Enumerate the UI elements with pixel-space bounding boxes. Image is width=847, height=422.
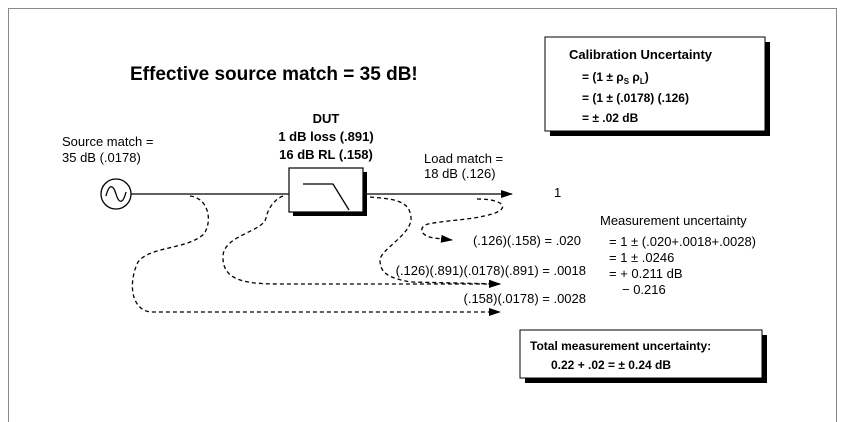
path-source-dut	[222, 195, 501, 288]
measurement-line4: − 0.216	[622, 282, 666, 297]
calibration-line1: = (1 ± ρS ρL)	[582, 70, 649, 86]
measurement-line2: = 1 ± .0246	[609, 250, 674, 265]
calibration-heading: Calibration Uncertainty	[569, 47, 713, 62]
direct-path-label: 1	[554, 185, 561, 200]
lowpass-filter-icon	[288, 167, 367, 216]
measurement-line3: = + 0.211 dB	[609, 266, 683, 281]
total-line2: 0.22 + .02 = ± 0.24 dB	[551, 358, 671, 372]
path2-label: (.126)(.891)(.0178)(.891) = .0018	[396, 263, 586, 278]
measurement-line1: = 1 ± (.020+.0018+.0028)	[609, 234, 756, 249]
calibration-box: Calibration Uncertainty = (1 ± ρS ρL) = …	[544, 36, 770, 136]
calibration-line3: = ± .02 dB	[582, 111, 639, 125]
slide-frame	[8, 8, 837, 422]
source-match-line2: 35 dB (.0178)	[62, 150, 141, 165]
dut-label: DUT	[313, 111, 340, 126]
ac-source-icon	[100, 178, 132, 210]
path-load-dut	[369, 196, 501, 288]
path1-label: (.126)(.158) = .020	[473, 233, 581, 248]
total-line1: Total measurement uncertainty:	[530, 339, 711, 353]
dut-loss-label: 1 dB loss (.891)	[278, 129, 373, 144]
path-load-reflection	[421, 198, 504, 243]
measurement-heading: Measurement uncertainty	[600, 213, 747, 228]
load-match-line1: Load match =	[424, 151, 503, 166]
source-match-line1: Source match =	[62, 134, 153, 149]
page-title: Effective source match = 35 dB!	[130, 64, 418, 85]
load-match-line2: 18 dB (.126)	[424, 166, 496, 181]
path-source-reflection	[131, 195, 501, 316]
dut-rl-label: 16 dB RL (.158)	[279, 147, 373, 162]
total-uncertainty-box: Total measurement uncertainty: 0.22 + .0…	[519, 329, 767, 383]
path3-label: (.158)(.0178) = .0028	[464, 291, 587, 306]
calibration-line2: = (1 ± (.0178) (.126)	[582, 91, 689, 105]
